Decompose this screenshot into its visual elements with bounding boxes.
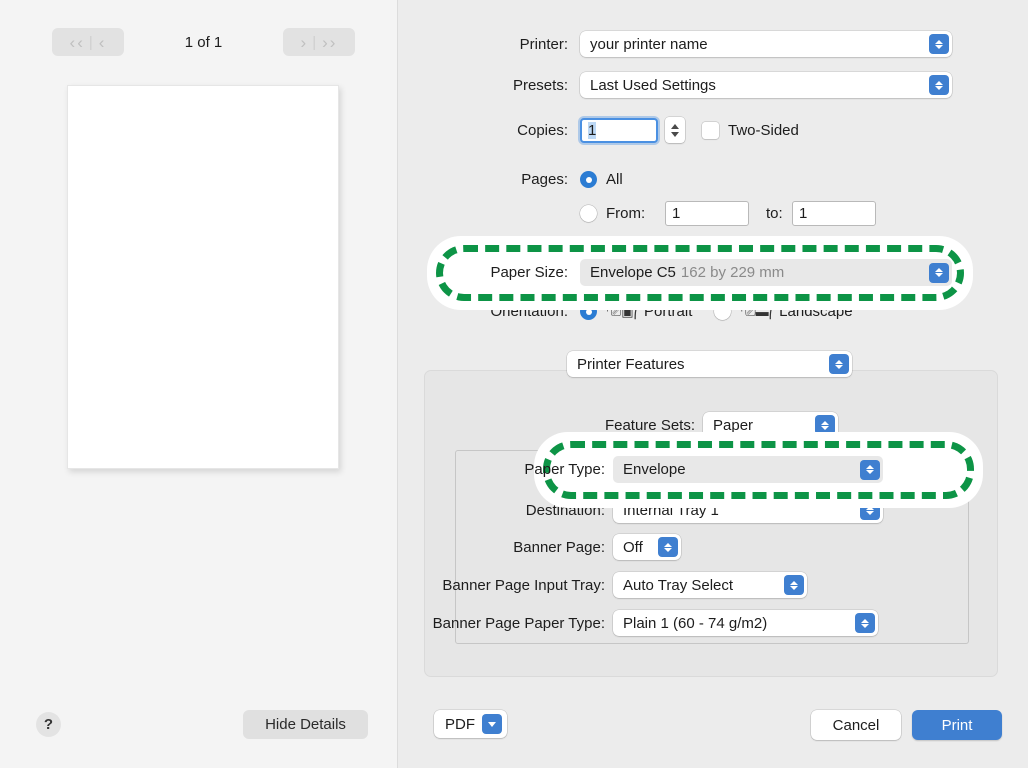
chevron-updown-icon[interactable] xyxy=(860,459,880,480)
nav-divider: | xyxy=(312,33,319,51)
paper-type-select[interactable]: Envelope xyxy=(613,456,883,483)
pdf-label: PDF xyxy=(445,715,475,733)
banner-paper-type-row: Banner Page Paper Type: Plain 1 (60 - 74… xyxy=(398,610,878,636)
chevron-updown-icon[interactable] xyxy=(929,34,949,54)
chevron-left-icon[interactable]: ‹ xyxy=(98,32,107,52)
banner-page-value: Off xyxy=(623,538,643,556)
paper-type-label: Paper Type: xyxy=(524,461,605,478)
nav-next-last-group[interactable]: › | ›› xyxy=(283,28,355,56)
paper-size-label: Paper Size: xyxy=(490,264,568,281)
printer-row: Printer: your printer name xyxy=(398,31,952,57)
feature-sets-row: Feature Sets: Paper xyxy=(398,412,838,438)
feature-sets-value: Paper xyxy=(713,416,754,434)
landscape-icon: ⁺⎚▬⎛ xyxy=(738,303,776,319)
destination-row: Destination: Internal Tray 1 xyxy=(398,497,883,523)
nav-first-prev-group[interactable]: ‹‹ | ‹ xyxy=(52,28,124,56)
chevron-double-left-icon[interactable]: ‹‹ xyxy=(69,32,85,52)
chevron-right-icon[interactable]: › xyxy=(300,32,309,52)
pane-value: Printer Features xyxy=(577,355,685,373)
pages-from-input[interactable]: 1 xyxy=(665,201,749,226)
pages-to-label: to: xyxy=(766,205,783,222)
printer-label: Printer: xyxy=(519,35,568,53)
print-preview-pane: ‹‹ | ‹ 1 of 1 › | ›› ? Hide Details xyxy=(0,0,398,768)
banner-page-select[interactable]: Off xyxy=(613,534,681,560)
copies-input[interactable]: 1 xyxy=(580,117,658,143)
two-sided-checkbox[interactable] xyxy=(702,121,719,139)
chevron-updown-icon[interactable] xyxy=(815,415,835,435)
banner-input-tray-value: Auto Tray Select xyxy=(623,576,734,594)
print-button[interactable]: Print xyxy=(912,710,1002,740)
paper-type-row: Paper Type: Envelope xyxy=(398,456,883,483)
paper-size-row: Paper Size: Envelope C5 162 by 229 mm xyxy=(398,259,952,286)
presets-value: Last Used Settings xyxy=(590,76,716,94)
presets-row: Presets: Last Used Settings xyxy=(398,72,952,98)
pages-from-label: From: xyxy=(606,205,646,222)
destination-label: Destination: xyxy=(525,501,605,519)
banner-paper-type-value: Plain 1 (60 - 74 g/m2) xyxy=(623,614,768,632)
orientation-row: Orientation: ⁺⎚▣⎛ Portrait ⁺⎚▬⎛ Landscap… xyxy=(398,303,853,320)
paper-size-select[interactable]: Envelope C5 162 by 229 mm xyxy=(580,259,952,286)
chevron-double-right-icon[interactable]: ›› xyxy=(322,32,338,52)
chevron-updown-icon[interactable] xyxy=(929,262,949,283)
pages-range-row: From: 1 to: 1 xyxy=(398,201,876,226)
banner-input-tray-row: Banner Page Input Tray: Auto Tray Select xyxy=(398,572,807,598)
chevron-updown-icon[interactable] xyxy=(784,575,804,595)
orientation-portrait-radio[interactable] xyxy=(580,303,597,320)
banner-paper-type-label: Banner Page Paper Type: xyxy=(432,614,605,632)
print-settings-pane: Printer: your printer name Presets: Last… xyxy=(398,0,1028,768)
pdf-button[interactable]: PDF xyxy=(434,710,507,738)
orientation-label: Orientation: xyxy=(490,303,568,320)
pane-popup-row: Printer Features xyxy=(567,351,852,377)
chevron-updown-icon[interactable] xyxy=(829,354,849,374)
paper-type-value: Envelope xyxy=(623,461,686,478)
chevron-updown-icon[interactable] xyxy=(929,75,949,95)
page-preview-sheet xyxy=(67,85,339,469)
presets-label: Presets: xyxy=(512,76,568,94)
banner-page-label: Banner Page: xyxy=(513,538,605,556)
chevron-updown-icon[interactable] xyxy=(658,537,678,557)
copies-label: Copies: xyxy=(517,121,568,139)
printer-value: your printer name xyxy=(590,35,708,53)
banner-input-tray-select[interactable]: Auto Tray Select xyxy=(613,572,807,598)
banner-page-row: Banner Page: Off xyxy=(398,534,681,560)
portrait-icon: ⁺⎚▣⎛ xyxy=(604,303,641,319)
pane-select[interactable]: Printer Features xyxy=(567,351,852,377)
feature-sets-label: Feature Sets: xyxy=(604,416,695,434)
pages-range-radio[interactable] xyxy=(580,205,597,222)
pages-all-row: Pages: All xyxy=(398,171,623,188)
nav-divider: | xyxy=(88,33,95,51)
banner-input-tray-label: Banner Page Input Tray: xyxy=(442,576,605,594)
printer-select[interactable]: your printer name xyxy=(580,31,952,57)
orientation-landscape-label: Landscape xyxy=(779,303,853,320)
presets-select[interactable]: Last Used Settings xyxy=(580,72,952,98)
feature-sets-select[interactable]: Paper xyxy=(703,412,838,438)
two-sided-label: Two-Sided xyxy=(728,121,799,139)
copies-row: Copies: 1 Two-Sided xyxy=(398,117,799,143)
help-button[interactable]: ? xyxy=(36,712,61,737)
destination-value: Internal Tray 1 xyxy=(623,501,719,519)
chevron-updown-icon[interactable] xyxy=(860,500,880,520)
chevron-down-icon[interactable] xyxy=(482,714,502,734)
pages-all-radio[interactable] xyxy=(580,171,597,188)
paper-size-detail: 162 by 229 mm xyxy=(680,264,785,281)
pages-to-input[interactable]: 1 xyxy=(792,201,876,226)
hide-details-button[interactable]: Hide Details xyxy=(243,710,368,739)
copies-stepper[interactable] xyxy=(665,117,685,143)
pages-all-label: All xyxy=(606,171,623,188)
destination-select[interactable]: Internal Tray 1 xyxy=(613,497,883,523)
chevron-updown-icon[interactable] xyxy=(855,613,875,633)
banner-paper-type-select[interactable]: Plain 1 (60 - 74 g/m2) xyxy=(613,610,878,636)
cancel-button[interactable]: Cancel xyxy=(811,710,901,740)
page-count-label: 1 of 1 xyxy=(184,33,223,51)
preview-navigation: ‹‹ | ‹ 1 of 1 › | ›› xyxy=(0,28,397,60)
orientation-portrait-label: Portrait xyxy=(644,303,693,320)
paper-size-value: Envelope C5 xyxy=(590,264,676,281)
orientation-landscape-radio[interactable] xyxy=(714,303,732,320)
copies-value: 1 xyxy=(588,121,597,139)
pages-label: Pages: xyxy=(521,171,568,188)
